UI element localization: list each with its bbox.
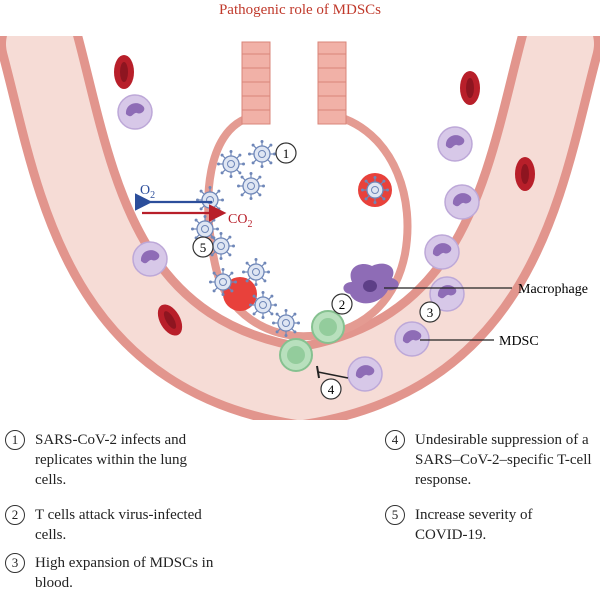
marker-1: 1 [275, 142, 297, 164]
legend-number: 4 [385, 430, 405, 450]
marker-4: 4 [320, 378, 342, 400]
svg-text:1: 1 [283, 146, 290, 161]
mdsc-label: MDSC [499, 334, 539, 349]
legend-text: T cells attack virus-infected cells. [35, 507, 202, 543]
svg-text:3: 3 [427, 305, 434, 320]
legend-number: 3 [5, 553, 25, 573]
legend-item-3: 3 High expansion of MDSCs in blood. [5, 553, 213, 593]
legend-item-1: 1 SARS-CoV-2 infects and replicates with… [5, 430, 187, 490]
airway-epithelium [241, 41, 347, 125]
legend-number: 2 [5, 505, 25, 525]
svg-text:5: 5 [200, 240, 207, 255]
o2-label: O2 [140, 183, 155, 201]
marker-2: 2 [331, 293, 353, 315]
legend-item-5: 5 Increase severity of COVID-19. [385, 505, 532, 545]
legend-item-4: 4 Undesirable suppression of a SARS–CoV-… [385, 430, 592, 490]
marker-5: 5 [192, 236, 214, 258]
legend-number: 5 [385, 505, 405, 525]
legend-text: Undesirable suppression of a SARS–CoV-2–… [415, 432, 592, 488]
svg-text:2: 2 [339, 297, 346, 312]
legend-text: High expansion of MDSCs in blood. [35, 555, 214, 591]
figure-title: Pathogenic role of MDSCs [218, 2, 382, 18]
macrophage-cell [343, 263, 399, 304]
alveolus-diagram: O2 CO2 1 2 3 4 5 Macrophage MDSC [0, 24, 600, 420]
svg-text:4: 4 [328, 382, 335, 397]
legend-item-2: 2 T cells attack virus-infected cells. [5, 505, 202, 545]
co2-label: CO2 [228, 212, 252, 230]
macrophage-label: Macrophage [518, 282, 588, 297]
legend-number: 1 [5, 430, 25, 450]
legend-text: Increase severity of COVID-19. [415, 507, 533, 543]
marker-3: 3 [419, 301, 441, 323]
suppression-line [317, 371, 349, 379]
legend-text: SARS-CoV-2 infects and replicates within… [35, 432, 188, 488]
